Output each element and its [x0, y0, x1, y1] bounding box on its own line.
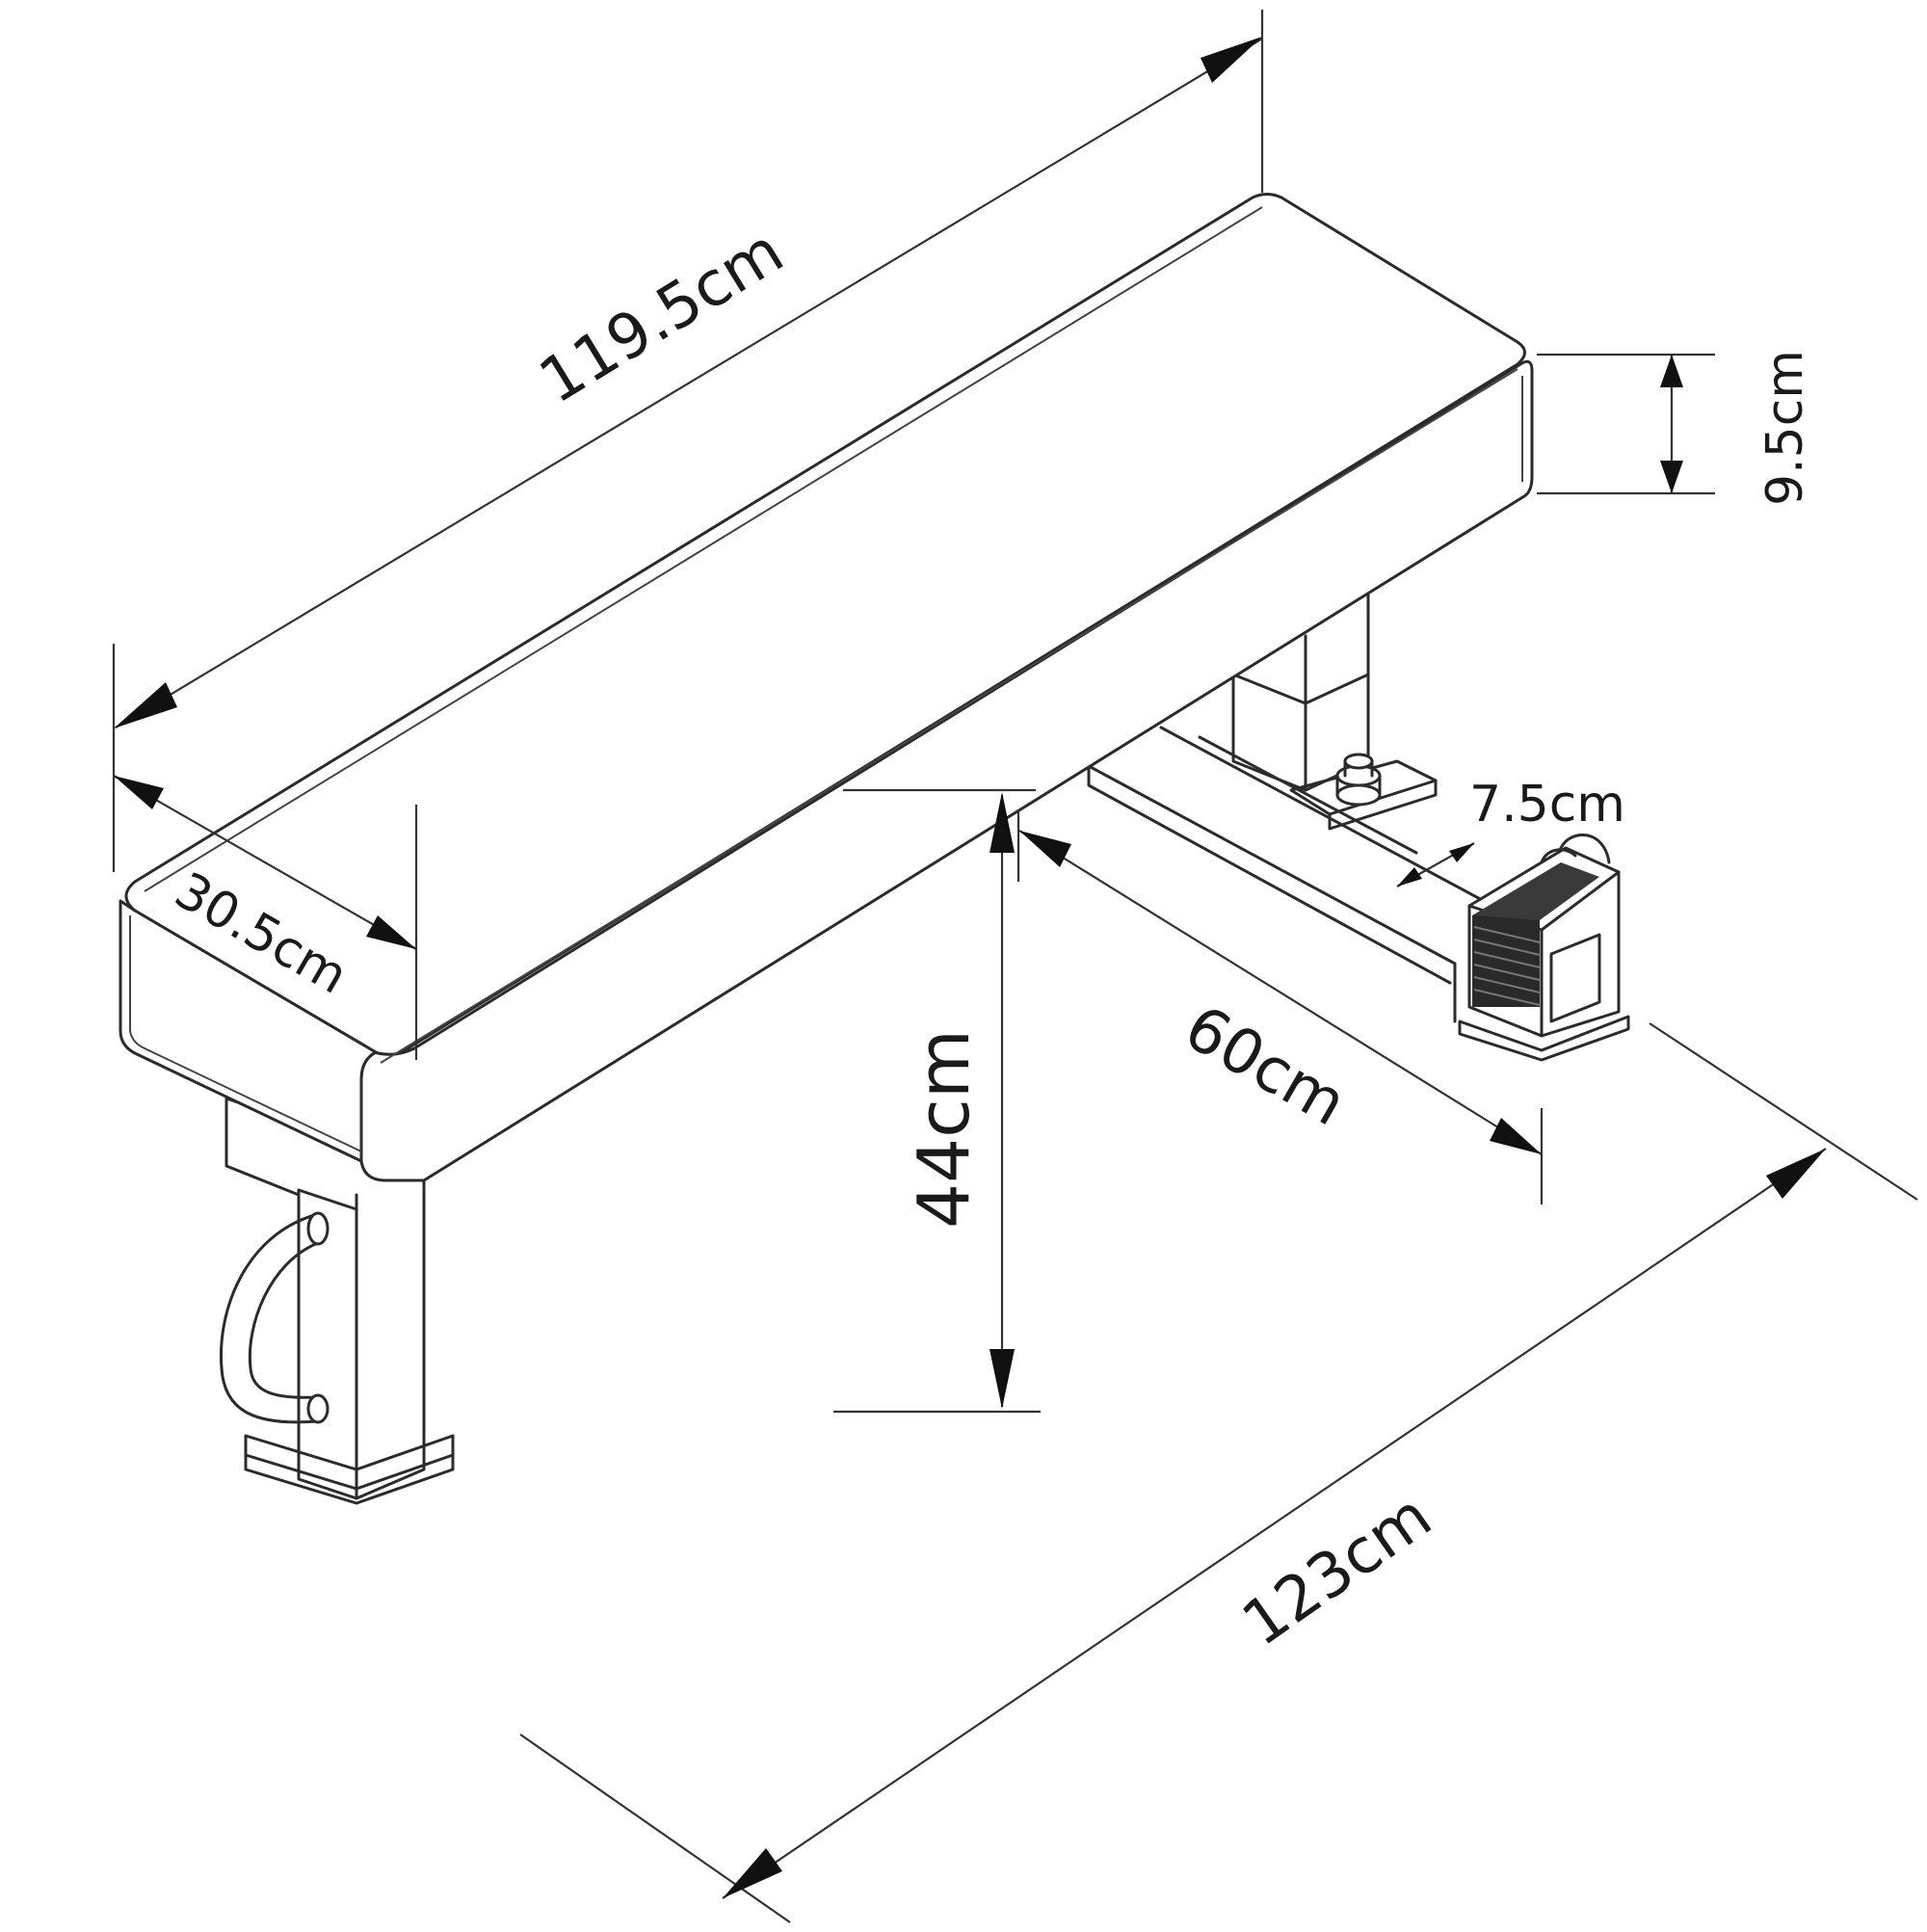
rear-leg — [1231, 591, 1370, 792]
arrow-head — [990, 792, 1015, 853]
arrow-head — [1766, 1149, 1826, 1199]
base-tube — [1087, 726, 1486, 1023]
arrow-head — [1490, 1118, 1542, 1154]
arrow-head — [1449, 843, 1474, 862]
bolt-icon — [1335, 753, 1382, 807]
label-bench-length: 119.5cm — [528, 216, 796, 418]
arrow-head — [114, 776, 164, 809]
front-foot-cap — [1458, 834, 1630, 1062]
arrow-head — [1201, 37, 1262, 83]
arrow-head — [1660, 355, 1683, 387]
arrow-head — [114, 682, 177, 728]
label-leg-depth: 60cm — [1173, 992, 1358, 1141]
arrow-head — [1660, 461, 1683, 493]
dimension-lines — [112, 10, 1918, 1923]
label-tube-width: 7.5cm — [1469, 776, 1625, 834]
handle-icon — [219, 1211, 330, 1424]
label-overall-length: 123cm — [1230, 1480, 1444, 1660]
bench-pad — [119, 193, 1534, 1182]
label-seat-height: 44cm — [903, 1029, 986, 1229]
label-pad-thickness: 9.5cm — [1756, 350, 1814, 506]
arrow-head — [1019, 831, 1071, 867]
arrow-head — [990, 1349, 1015, 1409]
arrow-head — [1397, 867, 1422, 887]
arrow-head — [723, 1848, 782, 1898]
bench-drawing — [119, 193, 1630, 1505]
arrow-head — [366, 915, 416, 949]
